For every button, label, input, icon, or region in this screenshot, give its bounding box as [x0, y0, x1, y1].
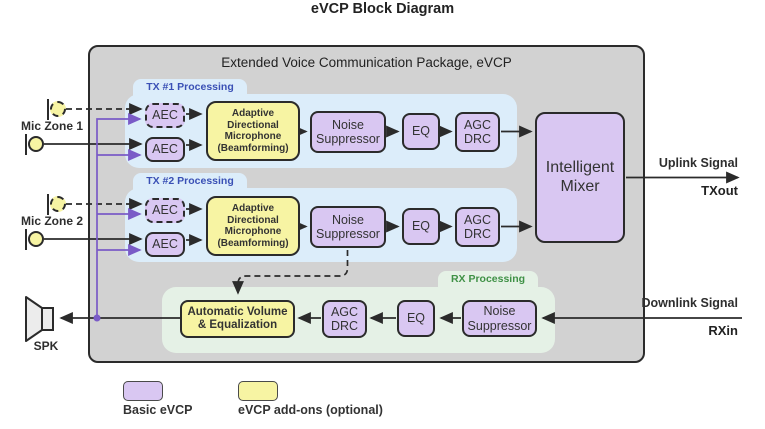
noise-feedback-line — [232, 250, 349, 295]
speaker-label: SPK — [33, 339, 59, 353]
tx2-aec-block: AEC — [145, 232, 185, 257]
intelligent-mixer-block: Intelligent Mixer — [535, 112, 625, 243]
tx2-aec-optional-block: AEC — [145, 198, 185, 223]
tx2-noise-suppressor-block: Noise Suppressor — [310, 206, 386, 248]
rx-noise-suppressor-block: Noise Suppressor — [462, 300, 537, 337]
mic-zone-2-label: Mic Zone 2 — [20, 214, 83, 228]
mic1-optional-icon-bar — [47, 99, 49, 120]
tx1-aec-optional-block: AEC — [145, 103, 185, 128]
package-title: Extended Voice Communication Package, eV… — [221, 54, 512, 70]
mic1-icon — [28, 136, 44, 152]
tx2-beamforming-block: Adaptive Directional Microphone (Beamfor… — [206, 196, 300, 256]
rx-panel-label: RX Processing — [450, 273, 526, 285]
speaker-icon — [25, 296, 54, 342]
tx1-panel-label: TX #1 Processing — [146, 81, 234, 93]
legend-basic-label: Basic eVCP — [123, 403, 193, 417]
mic1-optional-icon — [50, 101, 66, 117]
tx1-eq-block: EQ — [402, 113, 440, 150]
uplink-signal-label: Uplink Signal — [658, 156, 738, 170]
junction-dot — [93, 314, 101, 322]
rx-panel-tab: RX Processing — [438, 271, 538, 288]
downlink-signal-label: Downlink Signal — [641, 296, 738, 310]
tx2-panel-label: TX #2 Processing — [146, 175, 234, 187]
rx-eq-block: EQ — [397, 300, 435, 337]
rxin-label: RXin — [708, 323, 738, 338]
mic1-icon-bar — [25, 134, 27, 155]
tx1-noise-suppressor-block: Noise Suppressor — [310, 111, 386, 153]
mic2-optional-icon — [50, 196, 66, 212]
mic2-icon — [28, 231, 44, 247]
mic2-icon-bar — [25, 229, 27, 250]
legend-addons-swatch — [238, 381, 278, 401]
rx-auto-volume-block: Automatic Volume & Equalization — [180, 300, 295, 338]
legend-addons-label: eVCP add-ons (optional) — [238, 403, 383, 417]
tx2-eq-block: EQ — [402, 208, 440, 245]
tx1-beamforming-block: Adaptive Directional Microphone (Beamfor… — [206, 101, 300, 161]
mic-zone-1-label: Mic Zone 1 — [20, 119, 83, 133]
tx1-aec-block: AEC — [145, 137, 185, 162]
mic2-optional-icon-bar — [47, 194, 49, 215]
rx-agc-drc-block: AGC DRC — [322, 300, 367, 338]
echo-reference-trunk — [96, 113, 142, 318]
tx1-agc-drc-block: AGC DRC — [455, 112, 500, 152]
tx2-agc-drc-block: AGC DRC — [455, 207, 500, 247]
txout-label: TXout — [701, 183, 738, 198]
legend-basic-swatch — [123, 381, 163, 401]
tx2-panel-tab: TX #2 Processing — [133, 173, 247, 190]
page-title: eVCP Block Diagram — [310, 1, 455, 17]
tx1-panel-tab: TX #1 Processing — [133, 79, 247, 96]
